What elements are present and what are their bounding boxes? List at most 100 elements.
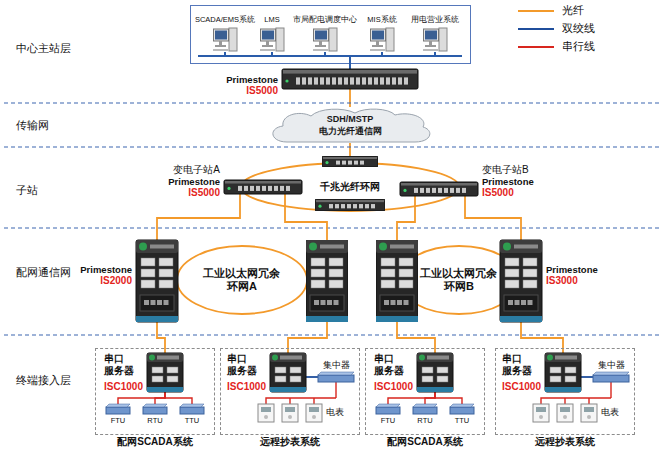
ring-label: 千兆光纤环网 [320,181,380,193]
layer-label: 传输网 [16,119,49,132]
serial-line [541,398,611,404]
connector [157,194,240,240]
ellipse-shape [177,246,307,314]
brand-label: Primestone [168,176,220,187]
switch-icon [391,300,396,305]
ring-node: 工业以太网冗余环网A [176,245,308,315]
serial-line [610,382,611,398]
tall-shape [528,300,533,305]
text-holder: TTU [185,416,200,425]
switch-icon [390,245,414,249]
switch-icon [376,240,418,322]
rack-shape [283,70,417,74]
server-shape [555,356,577,360]
pc-shape [315,31,327,40]
device-label: RTU [147,416,162,425]
pc-shape [229,28,237,51]
pc-shape [214,29,229,41]
tall-shape [141,258,155,266]
terminal-node: RTU [143,404,167,414]
model-label: IS5000 [168,187,220,199]
serial-server-node: 串口 服务器ISC1000 [270,353,306,392]
switch-icon [315,199,385,211]
meter-icon [312,415,316,419]
cloud-shape [265,107,435,143]
model-label: IS2000 [80,275,132,287]
server-shape [147,353,183,362]
text-holder: 串口 服务器ISC1000 [104,353,143,393]
computer-node: SCADA/EMS系统 [213,26,237,52]
switch-icon [329,269,343,277]
meter-icon [282,404,298,422]
switch-icon [376,240,418,322]
switch-icon [327,300,332,305]
layer-label: 配网通信网 [16,266,71,279]
server-shape [270,353,306,362]
term-shape [413,404,437,407]
switch-icon [359,204,363,208]
switch-icon [329,280,343,288]
tall-shape [514,245,538,249]
tall-shape [151,300,156,305]
rack-shape [268,186,272,191]
tall-shape [141,280,155,288]
term-shape [106,404,130,414]
rack-shape [224,180,302,194]
pc-shape [376,41,379,45]
switch-icon [329,258,343,266]
computer-node: 市局配电调度中心 [313,26,337,52]
rack-shape [308,77,312,84]
legend-text: 双绞线 [562,22,595,35]
text-holder: 远程抄表系统 [535,436,595,448]
switch-icon [354,161,358,165]
hub-shape [318,372,354,382]
server-shape [275,367,286,373]
connector [155,392,165,404]
rack-shape [282,69,418,89]
pc-shape [423,49,438,51]
meter-icon [285,407,295,412]
text-holder: 变电子站BPrimestoneIS5000 [482,164,534,199]
switch-icon [381,280,395,288]
server-shape [147,353,183,392]
switch-icon [335,204,339,208]
meter-icon [533,404,549,422]
pc-shape [260,49,275,51]
brand-label: Primestone [546,264,598,275]
system-caption: 配网SCADA系统 [117,436,193,448]
text-holder: 远程抄表系统 [260,436,320,448]
rack-shape [432,188,436,193]
lan-bus [381,52,383,56]
pc-shape [329,28,337,51]
device-label: 串口 服务器 [104,353,134,377]
switch-icon [371,204,375,208]
connector [465,196,521,240]
tall-shape [505,269,519,277]
legend-item: 光纤 [516,4,584,17]
tall-shape [159,258,173,266]
system-label: LMS [264,15,279,24]
serial-server-node: 串口 服务器ISC1000 [545,353,581,392]
text-holder: RTU [417,416,432,425]
switch-icon [379,243,387,251]
server-shape [545,353,581,362]
rack-shape [274,186,278,191]
switch-icon [323,157,377,159]
server-shape [147,387,183,392]
text-holder: LMS [264,15,279,24]
switch-icon [320,245,344,249]
station-frame [191,6,471,64]
concentrator-node: 集中器 [318,372,354,382]
connector [306,376,318,378]
server-shape [167,376,178,382]
serial-server-node: 串口 服务器ISC1000 [147,353,183,392]
pc-shape [213,49,228,51]
network-label: SDH/MSTP [327,113,374,125]
hub-shape [318,375,354,382]
legend-line [516,6,556,16]
server-shape [157,356,179,360]
rack-shape [374,77,378,84]
legend-line [518,10,554,12]
rack-shape [280,186,284,191]
lan-bus [224,52,226,56]
